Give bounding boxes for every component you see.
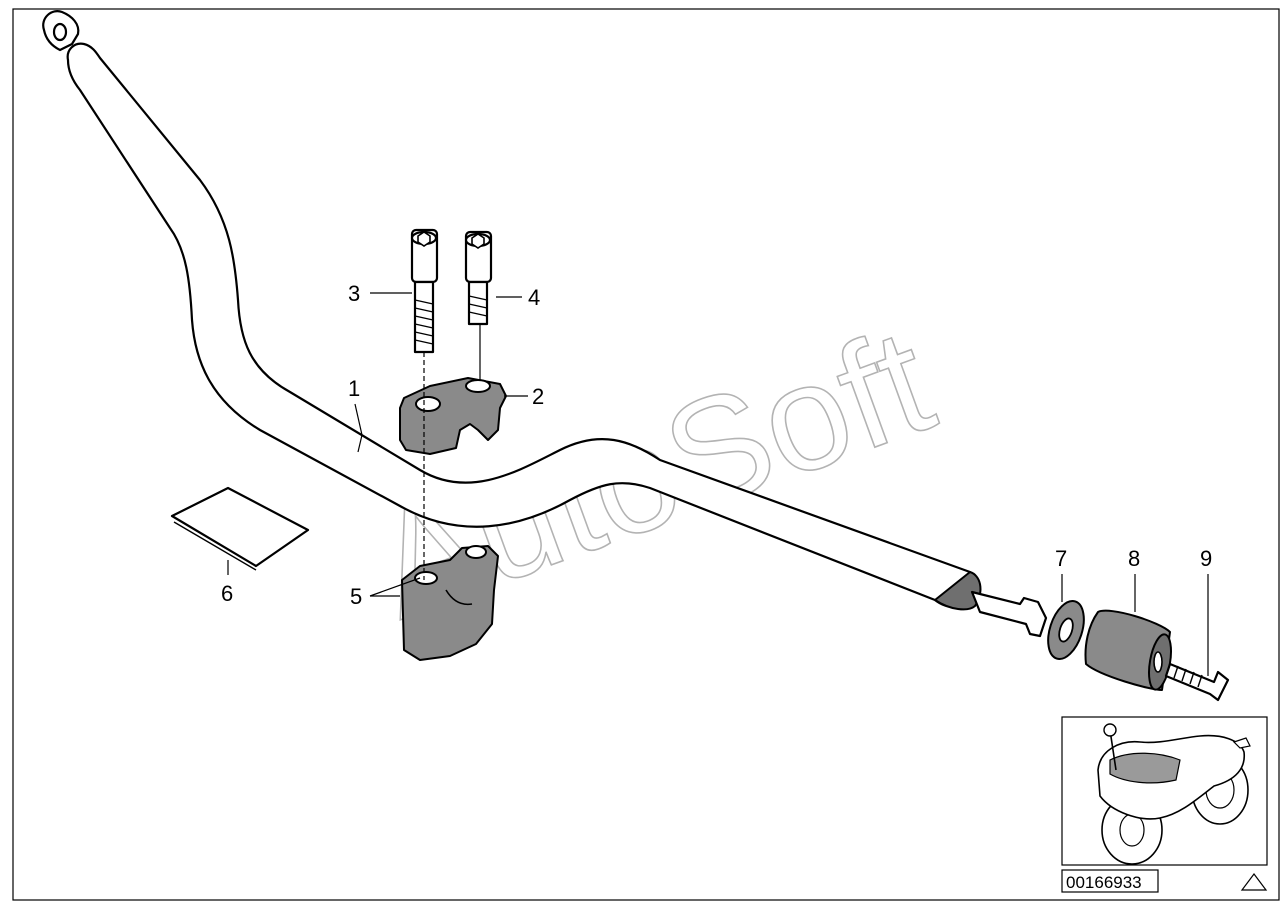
callout-6: 6: [221, 581, 233, 606]
callout-9: 9: [1200, 546, 1212, 571]
lower-clamp: [401, 545, 499, 661]
callout-1: 1: [348, 376, 360, 401]
callout-3: 3: [348, 281, 360, 306]
handlebar-tube: [42, 10, 1048, 638]
diagram-id-box: 00166933: [1061, 869, 1159, 893]
diagram-id: 00166933: [1066, 873, 1142, 892]
callout-4: 4: [528, 285, 540, 310]
callout-5: 5: [350, 584, 362, 609]
callout-8: 8: [1128, 546, 1140, 571]
washer: [1047, 600, 1085, 660]
callout-7: 7: [1055, 546, 1067, 571]
instruction-sheet: [170, 486, 310, 571]
diagram-frame: [12, 8, 1280, 901]
leader-lines: [227, 292, 1209, 676]
warning-triangle-icon: [1240, 873, 1268, 891]
countersunk-screw: [1164, 662, 1230, 702]
long-bolt: [410, 228, 439, 354]
motorcycle-thumbnail: [1061, 716, 1268, 866]
callout-2: 2: [532, 384, 544, 409]
bar-end-weight: [1084, 609, 1172, 691]
upper-clamp: [399, 377, 507, 455]
short-bolt: [464, 230, 493, 326]
